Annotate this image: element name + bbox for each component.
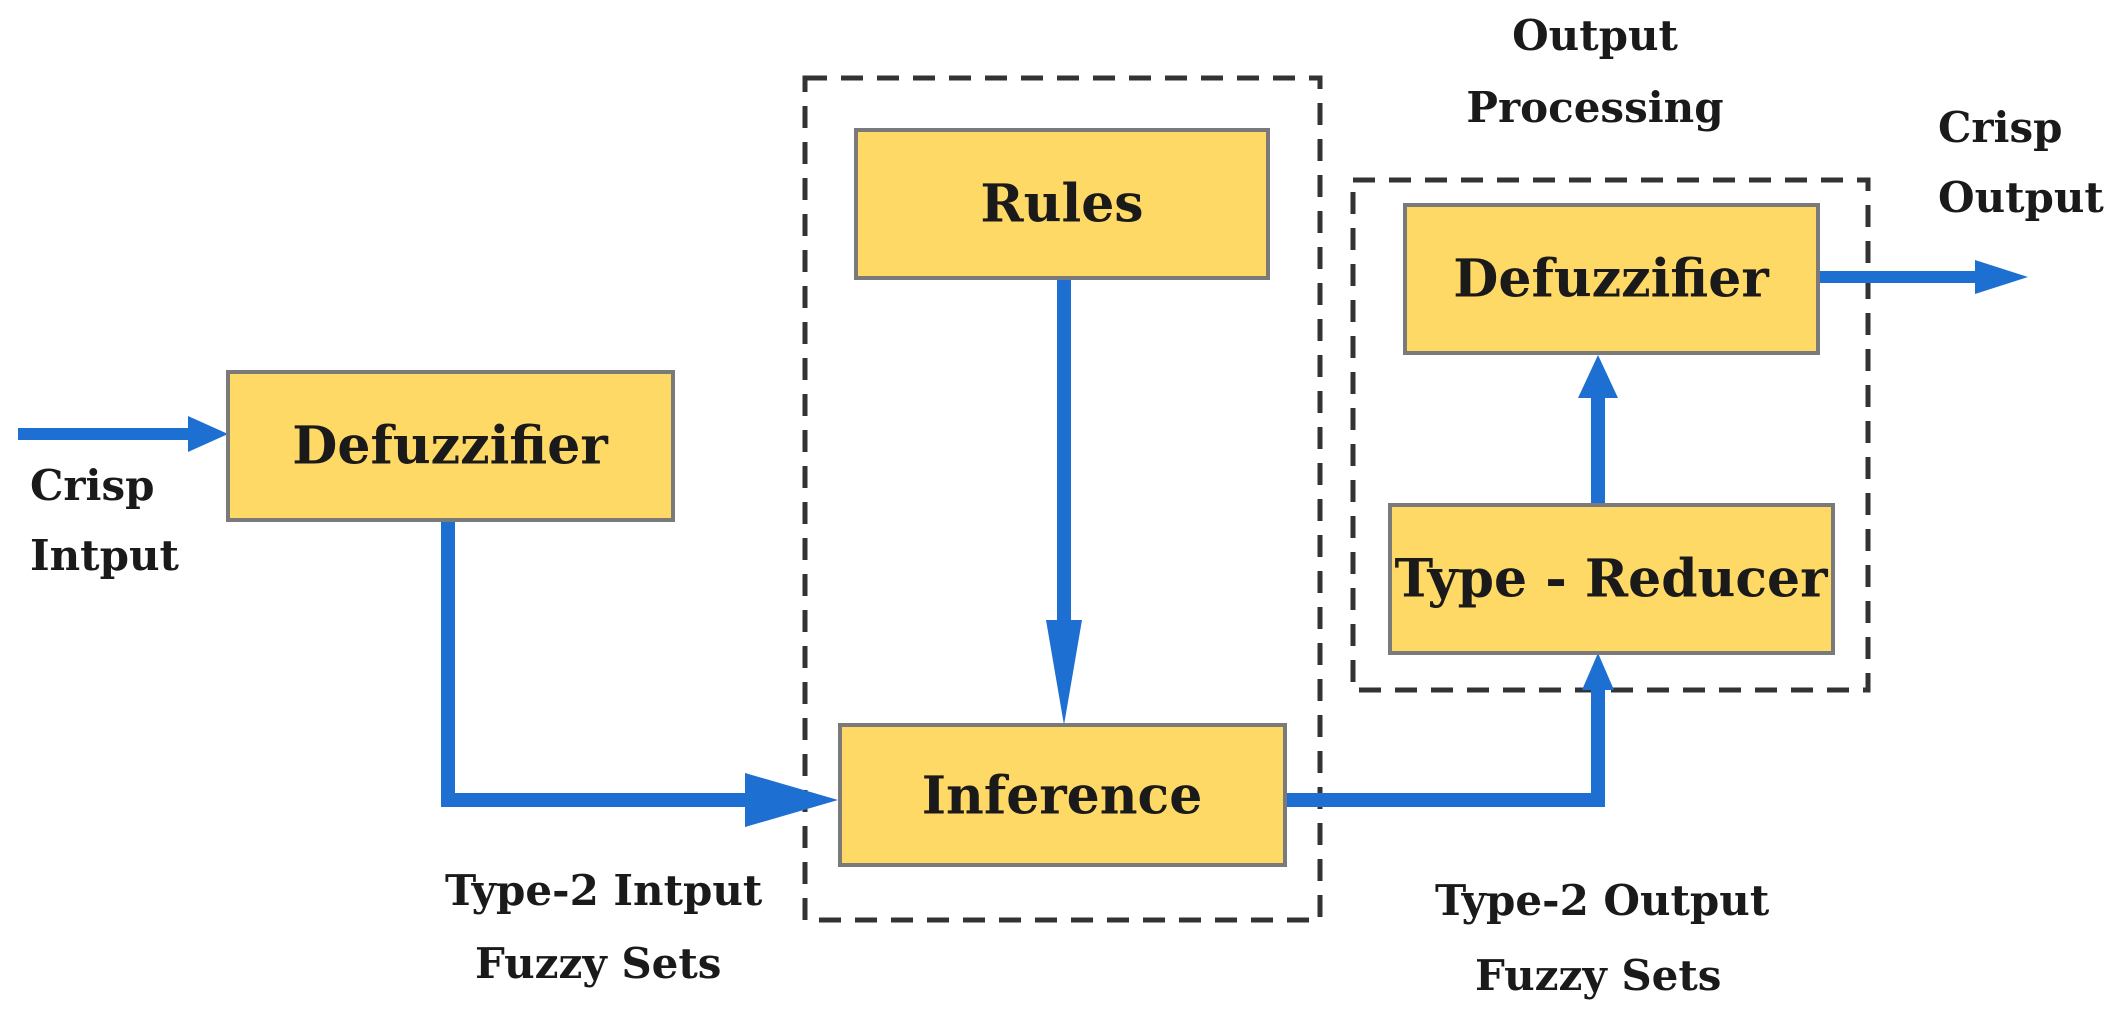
crisp-input-label-line2: Intput [30,531,179,580]
crisp-output-label-line1: Crisp [1938,103,2063,152]
output-defuzzifier-box: Defuzzifier [1403,203,1820,355]
rules-box: Rules [854,128,1270,280]
type-reducer-box: Type - Reducer [1388,503,1835,655]
output-defuzzifier-label: Defuzzifier [1453,249,1769,310]
input-defuzzifier-label: Defuzzifier [292,416,608,477]
crisp-output-arrow-head [1975,260,2028,294]
reducer-to-defuzzifier-arrow-head [1578,355,1618,398]
inference-to-reducer-arrow-head [1582,653,1614,690]
crisp-input-label-line1: Crisp [30,461,155,510]
type2-output-label-line1: Type-2 Output [1435,876,1770,925]
input-to-inference-connector [441,520,765,807]
rules-to-inference-arrow-head [1046,620,1082,725]
input-to-inference-arrow-head [745,773,838,827]
input-defuzzifier-box: Defuzzifier [226,370,675,522]
crisp-input-arrow-head [188,416,228,452]
type2-input-label-line1: Type-2 Intput [445,866,763,915]
inference-label: Inference [922,766,1203,827]
output-processing-group-border [1350,177,1871,693]
rules-label: Rules [980,174,1143,235]
type2-output-label-line2: Fuzzy Sets [1475,951,1721,1000]
output-processing-label-line1: Output [1512,11,1678,60]
inference-box: Inference [838,723,1287,867]
type2-input-label-line2: Fuzzy Sets [475,939,721,988]
type-reducer-label: Type - Reducer [1394,549,1828,610]
output-processing-label-line2: Processing [1466,83,1723,132]
inference-to-reducer-connector [1285,685,1605,807]
inference-group-border [802,75,1323,923]
crisp-output-label-line2: Output [1938,173,2104,222]
